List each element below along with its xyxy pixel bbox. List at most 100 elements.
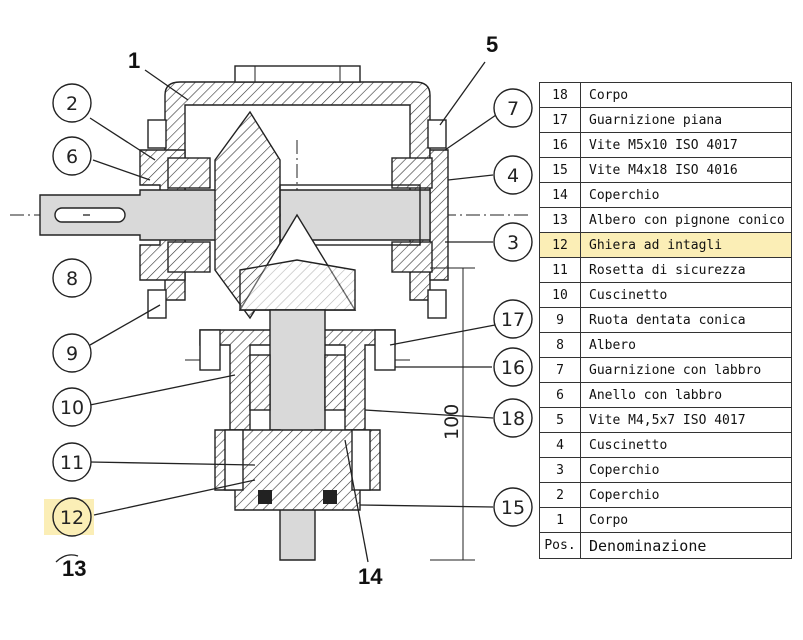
lower-cover [214, 429, 381, 511]
top-boss [234, 65, 361, 83]
row-denomination: Guarnizione piana [580, 107, 792, 133]
row-position: 4 [539, 432, 581, 458]
callout-12: 12 [52, 497, 92, 537]
row-position: 2 [539, 482, 581, 508]
row-denomination: Albero con pignone conico [580, 207, 792, 233]
body-upper [164, 81, 431, 301]
bearing-vertical-top-left [249, 354, 271, 411]
gear-bore [279, 184, 421, 246]
row-position: 10 [539, 282, 581, 308]
bolt-lower-left [199, 329, 221, 371]
bolt-bottom-left [147, 289, 167, 319]
row-position: 6 [539, 382, 581, 408]
row-denomination: Anello con labbro [580, 382, 792, 408]
bearing-right-bottom [391, 241, 433, 273]
bolt-top-right [427, 119, 447, 149]
row-position: 11 [539, 257, 581, 283]
svg-text:18: 18 [501, 408, 525, 430]
row-denomination: Vite M4x18 ISO 4016 [580, 157, 792, 183]
row-position: 7 [539, 357, 581, 383]
row-denomination: Ruota dentata conica [580, 307, 792, 333]
callout-11: 11 [52, 442, 92, 482]
right-cover [429, 149, 449, 281]
row-denomination: Cuscinetto [580, 432, 792, 458]
svg-text:2: 2 [66, 93, 78, 115]
table-header-row: Pos.Denominazione [539, 532, 792, 559]
callout-8: 8 [52, 258, 92, 298]
row-denomination: Corpo [580, 82, 792, 108]
svg-text:4: 4 [507, 165, 519, 187]
svg-text:16: 16 [501, 357, 525, 379]
callout-2: 2 [52, 83, 92, 123]
callout-16: 16 [493, 347, 533, 387]
callout-7: 7 [493, 88, 533, 128]
row-position: 17 [539, 107, 581, 133]
label-1: 1 [128, 48, 140, 73]
bolt-lower-right [374, 329, 396, 371]
row-position: 16 [539, 132, 581, 158]
row-position: 3 [539, 457, 581, 483]
svg-text:11: 11 [60, 452, 84, 474]
bearing-vertical-top-right [324, 354, 346, 411]
bearing-left-bottom [167, 241, 211, 273]
row-denomination: Albero [580, 332, 792, 358]
row-position: 8 [539, 332, 581, 358]
label-5: 5 [486, 32, 498, 57]
bolt-top-left [147, 119, 167, 149]
label-14: 14 [358, 564, 383, 589]
svg-text:15: 15 [501, 497, 525, 519]
bearing-right-top [391, 157, 433, 189]
callout-6: 6 [52, 136, 92, 176]
screw-lower-right [351, 429, 371, 491]
label-13-leader [55, 554, 79, 563]
row-denomination: Corpo [580, 507, 792, 533]
row-denomination: Vite M5x10 ISO 4017 [580, 132, 792, 158]
row-denomination: Coperchio [580, 457, 792, 483]
callout-18: 18 [493, 398, 533, 438]
callout-4: 4 [493, 155, 533, 195]
svg-text:8: 8 [66, 268, 78, 290]
row-position: 15 [539, 157, 581, 183]
svg-text:10: 10 [60, 397, 84, 419]
svg-text:7: 7 [507, 98, 519, 120]
callout-3: 3 [493, 222, 533, 262]
row-position: 13 [539, 207, 581, 233]
svg-text:9: 9 [66, 343, 78, 365]
label-13: 13 [62, 556, 86, 581]
screw-lower-left [224, 429, 244, 491]
bearing-left-top [167, 157, 211, 189]
row-position: 1 [539, 507, 581, 533]
row-denomination: Guarnizione con labbro [580, 357, 792, 383]
row-position: 9 [539, 307, 581, 333]
header-denomination: Denominazione [580, 532, 792, 559]
svg-text:17: 17 [501, 309, 525, 331]
callout-9: 9 [52, 333, 92, 373]
row-denomination: Coperchio [580, 482, 792, 508]
row-position: 14 [539, 182, 581, 208]
row-denomination: Coperchio [580, 182, 792, 208]
row-position: 18 [539, 82, 581, 108]
callout-15: 15 [493, 487, 533, 527]
bolt-bottom-right [427, 289, 447, 319]
svg-text:12: 12 [60, 507, 84, 529]
callout-10: 10 [52, 387, 92, 427]
seal-left [258, 490, 272, 504]
